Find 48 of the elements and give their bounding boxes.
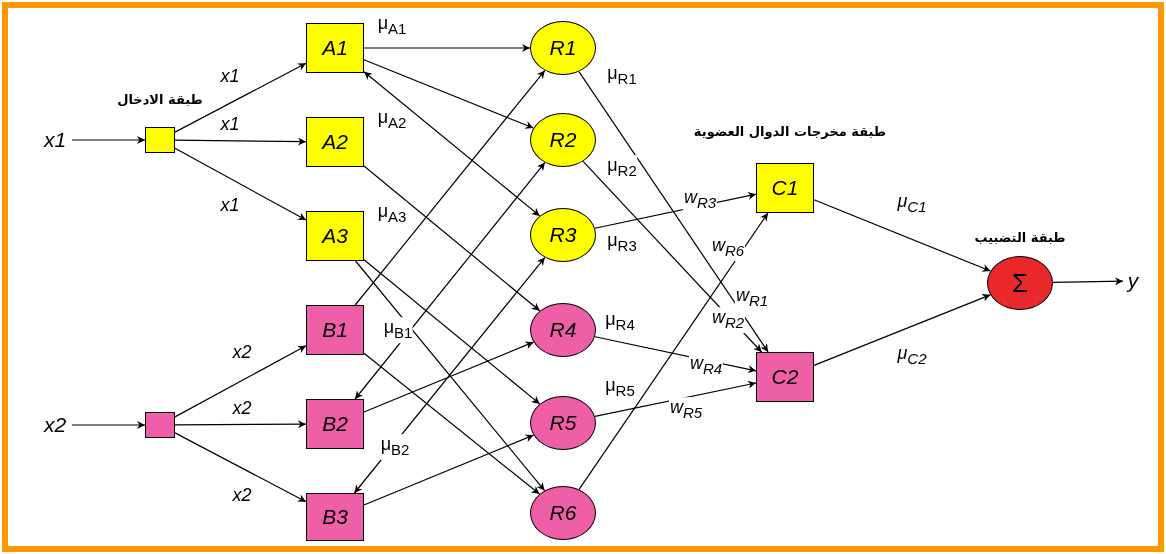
arrow bbox=[1052, 277, 1124, 286]
layer-box: B1 bbox=[306, 305, 364, 355]
input-box bbox=[145, 127, 175, 153]
variable-label: y bbox=[1123, 268, 1143, 294]
arrow bbox=[578, 71, 769, 353]
arrow bbox=[363, 59, 534, 129]
edge-label: w$_{R2}$ bbox=[710, 307, 746, 333]
arrow bbox=[174, 137, 307, 146]
arrow bbox=[174, 62, 307, 133]
rule-circle: R1 bbox=[530, 21, 596, 75]
layer-box: A1 bbox=[306, 23, 364, 73]
arrow bbox=[71, 136, 146, 144]
arrow bbox=[363, 341, 535, 413]
membership-label: μ$_{B2}$ bbox=[380, 434, 410, 460]
layer-title: طبقة مخرجات الدوال العضوية bbox=[693, 123, 887, 141]
arrow bbox=[363, 71, 541, 217]
arrow bbox=[813, 294, 991, 366]
layer-box: A3 bbox=[306, 211, 364, 261]
rule-circle: R2 bbox=[530, 113, 596, 167]
arrow bbox=[363, 259, 541, 405]
arrow bbox=[813, 199, 991, 272]
layer-title: طبقة التضبيب bbox=[974, 229, 1066, 247]
arrow bbox=[174, 345, 307, 418]
rule-circle: R4 bbox=[530, 303, 596, 357]
variable-label: x1 bbox=[38, 127, 72, 153]
layer-box: A2 bbox=[306, 117, 364, 167]
arrow bbox=[174, 432, 307, 503]
arrow bbox=[354, 161, 546, 400]
layer-box: C2 bbox=[756, 352, 814, 402]
arrow bbox=[354, 69, 546, 306]
input-box bbox=[145, 412, 175, 438]
arrow bbox=[363, 44, 531, 52]
rule-circle: R6 bbox=[530, 486, 596, 540]
arrow bbox=[363, 165, 541, 312]
arrow bbox=[174, 147, 307, 221]
sum-circle: Σ bbox=[987, 256, 1053, 310]
rule-circle: R5 bbox=[530, 396, 596, 450]
variable-label: x2 bbox=[38, 412, 72, 438]
arrow bbox=[71, 421, 146, 429]
membership-label: μ$_{B1}$ bbox=[383, 317, 413, 343]
layer-box: B3 bbox=[306, 493, 364, 541]
rule-circle: R3 bbox=[530, 208, 596, 262]
arrow bbox=[363, 352, 541, 495]
layer-box: B2 bbox=[306, 399, 364, 449]
arrow bbox=[174, 420, 307, 429]
arrow bbox=[363, 434, 535, 506]
layer-box: C1 bbox=[756, 163, 814, 213]
layer-title: طبقة الادخال bbox=[117, 91, 203, 109]
